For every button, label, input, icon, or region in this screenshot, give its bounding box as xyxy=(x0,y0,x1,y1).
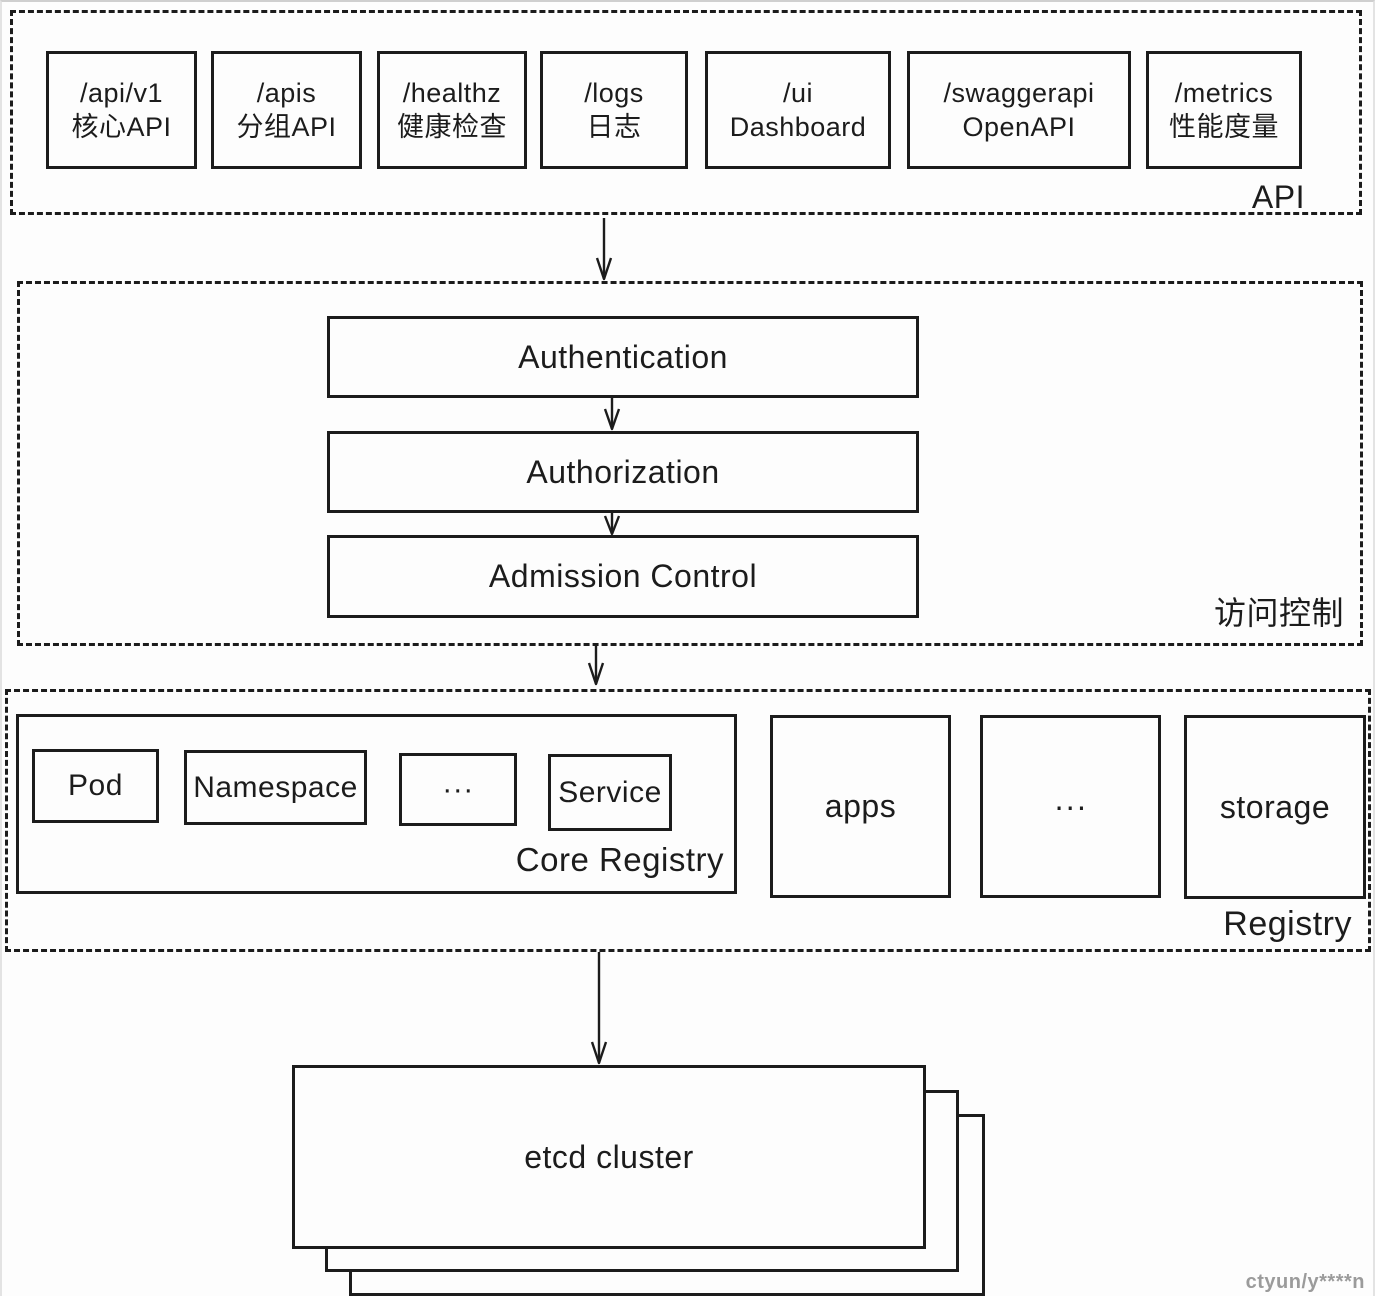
arrow-access-control-to-registry xyxy=(587,645,605,686)
apps-label: apps xyxy=(824,788,897,824)
arrow-api-to-access-control xyxy=(595,218,613,281)
api-section: /api/v1 核心API /apis 分组API /healthz 健康检查 … xyxy=(10,10,1362,215)
api-endpoint-path: /metrics xyxy=(1174,78,1274,108)
api-endpoint-path: /healthz xyxy=(402,78,502,108)
api-endpoint-path: /ui xyxy=(782,78,814,108)
ellipsis-label: ··· xyxy=(442,772,474,806)
authorization-label: Authorization xyxy=(526,453,720,490)
registry-group-apps: apps xyxy=(770,715,951,898)
arrow-authorization-to-admission xyxy=(603,513,621,536)
api-endpoint-path: /api/v1 xyxy=(79,78,164,108)
etcd-cluster-label: etcd cluster xyxy=(524,1138,694,1175)
registry-group-storage: storage xyxy=(1184,715,1366,899)
api-endpoint-box-ui: /ui Dashboard xyxy=(705,51,891,169)
ellipsis-label: ··· xyxy=(1053,788,1088,824)
core-registry-box: Pod Namespace ··· Service Core Registry xyxy=(16,714,737,894)
registry-group-ellipsis: ··· xyxy=(980,715,1161,898)
arrow-registry-to-etcd xyxy=(590,952,608,1065)
api-endpoint-desc: 核心API xyxy=(71,112,172,142)
api-endpoint-desc: OpenAPI xyxy=(962,112,1076,142)
core-registry-label: Core Registry xyxy=(515,841,724,878)
api-endpoint-box-swagger: /swaggerapi OpenAPI xyxy=(907,51,1131,169)
api-endpoint-desc: 健康检查 xyxy=(397,112,507,142)
api-endpoint-desc: 性能度量 xyxy=(1169,112,1279,142)
api-endpoint-box-apis: /apis 分组API xyxy=(211,51,362,169)
namespace-label: Namespace xyxy=(193,770,358,804)
arrow-authentication-to-authorization xyxy=(603,397,621,431)
access-control-section-label: 访问控制 xyxy=(1213,595,1344,631)
etcd-cluster-box: etcd cluster xyxy=(292,1065,926,1249)
api-endpoint-path: /swaggerapi xyxy=(943,78,1095,108)
storage-label: storage xyxy=(1219,788,1331,825)
api-section-label: API xyxy=(1251,179,1305,215)
api-endpoint-desc: 日志 xyxy=(586,112,642,142)
api-endpoint-path: /logs xyxy=(584,78,644,108)
admission-control-label: Admission Control xyxy=(488,558,758,594)
authorization-box: Authorization xyxy=(327,431,919,513)
api-endpoint-box-logs: /logs 日志 xyxy=(540,51,688,169)
authentication-box: Authentication xyxy=(327,316,919,398)
access-control-section: Authentication Authorization Admission C… xyxy=(17,281,1363,646)
api-endpoint-box-healthz: /healthz 健康检查 xyxy=(377,51,527,169)
api-endpoint-desc: Dashboard xyxy=(729,112,867,142)
authentication-label: Authentication xyxy=(518,338,728,375)
api-endpoint-desc: 分组API xyxy=(236,112,337,142)
core-registry-item-pod: Pod xyxy=(32,749,159,823)
api-endpoint-box-metrics: /metrics 性能度量 xyxy=(1146,51,1302,169)
service-label: Service xyxy=(558,775,662,809)
registry-section: Pod Namespace ··· Service Core Registry … xyxy=(5,689,1371,952)
registry-section-label: Registry xyxy=(1223,905,1352,943)
core-registry-item-ellipsis: ··· xyxy=(399,753,517,826)
api-endpoint-box-core: /api/v1 核心API xyxy=(46,51,197,169)
watermark: ctyun/y****n xyxy=(1245,1271,1365,1293)
core-registry-item-service: Service xyxy=(548,754,672,831)
admission-control-box: Admission Control xyxy=(327,535,919,618)
api-endpoint-path: /apis xyxy=(256,78,317,108)
pod-label: Pod xyxy=(68,769,123,802)
core-registry-item-namespace: Namespace xyxy=(184,750,367,825)
